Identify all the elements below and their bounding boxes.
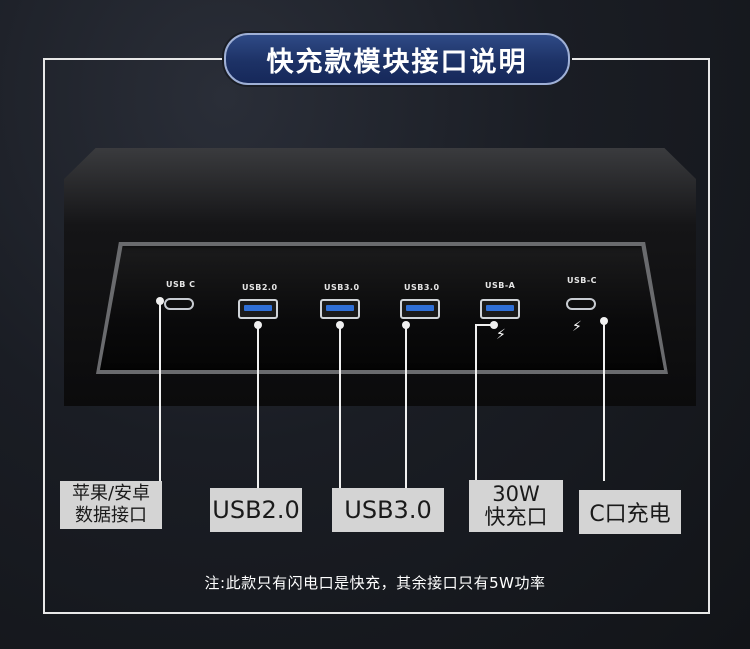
leader-line	[405, 325, 407, 488]
page-title-text: 快充款模块接口说明	[266, 46, 528, 78]
usb-a-port-icon	[320, 299, 360, 319]
usb-c-port-icon	[164, 298, 194, 310]
callout-data-port: 苹果/安卓 数据接口	[60, 481, 162, 529]
leader-line	[159, 302, 161, 487]
port-label-usb2: USB2.0	[242, 283, 278, 292]
page-title: 快充款模块接口说明	[224, 33, 570, 85]
port-label-usb3-b: USB3.0	[404, 283, 440, 292]
callout-30w-line1: 30W	[492, 482, 540, 506]
usb-a-port-icon	[238, 299, 278, 319]
leader-line	[603, 321, 605, 481]
callout-usb2: USB2.0	[210, 488, 302, 532]
lightning-bolt-icon: ⚡	[496, 327, 506, 343]
callout-usb3: USB3.0	[332, 488, 444, 532]
lightning-bolt-icon: ⚡	[572, 319, 582, 335]
leader-line	[475, 324, 477, 480]
callout-data-port-line2: 数据接口	[75, 505, 147, 526]
port-label-usb-c-fast: USB-C	[567, 276, 598, 285]
leader-line	[475, 324, 495, 326]
footnote: 注:此款只有闪电口是快充，其余接口只有5W功率	[204, 574, 546, 592]
usb-a-port-icon	[400, 299, 440, 319]
port-label-usb-a-fast: USB-A	[485, 281, 516, 290]
callout-30w-line2: 快充口	[484, 505, 548, 529]
callout-usb3-text: USB3.0	[344, 496, 432, 524]
usb-a-port-icon	[480, 299, 520, 319]
callout-c-charge-text: C口充电	[589, 502, 671, 527]
usb-c-port-icon	[566, 298, 596, 310]
callout-data-port-line1: 苹果/安卓	[71, 483, 151, 504]
callout-c-charge: C口充电	[579, 490, 681, 534]
leader-line	[257, 325, 259, 488]
port-label-usb-c-data: USB C	[166, 280, 196, 289]
callout-30w-fast: 30W 快充口	[469, 480, 563, 532]
leader-dot	[156, 297, 164, 305]
leader-line	[339, 325, 341, 488]
port-label-usb3-a: USB3.0	[324, 283, 360, 292]
callout-usb2-text: USB2.0	[212, 496, 300, 524]
